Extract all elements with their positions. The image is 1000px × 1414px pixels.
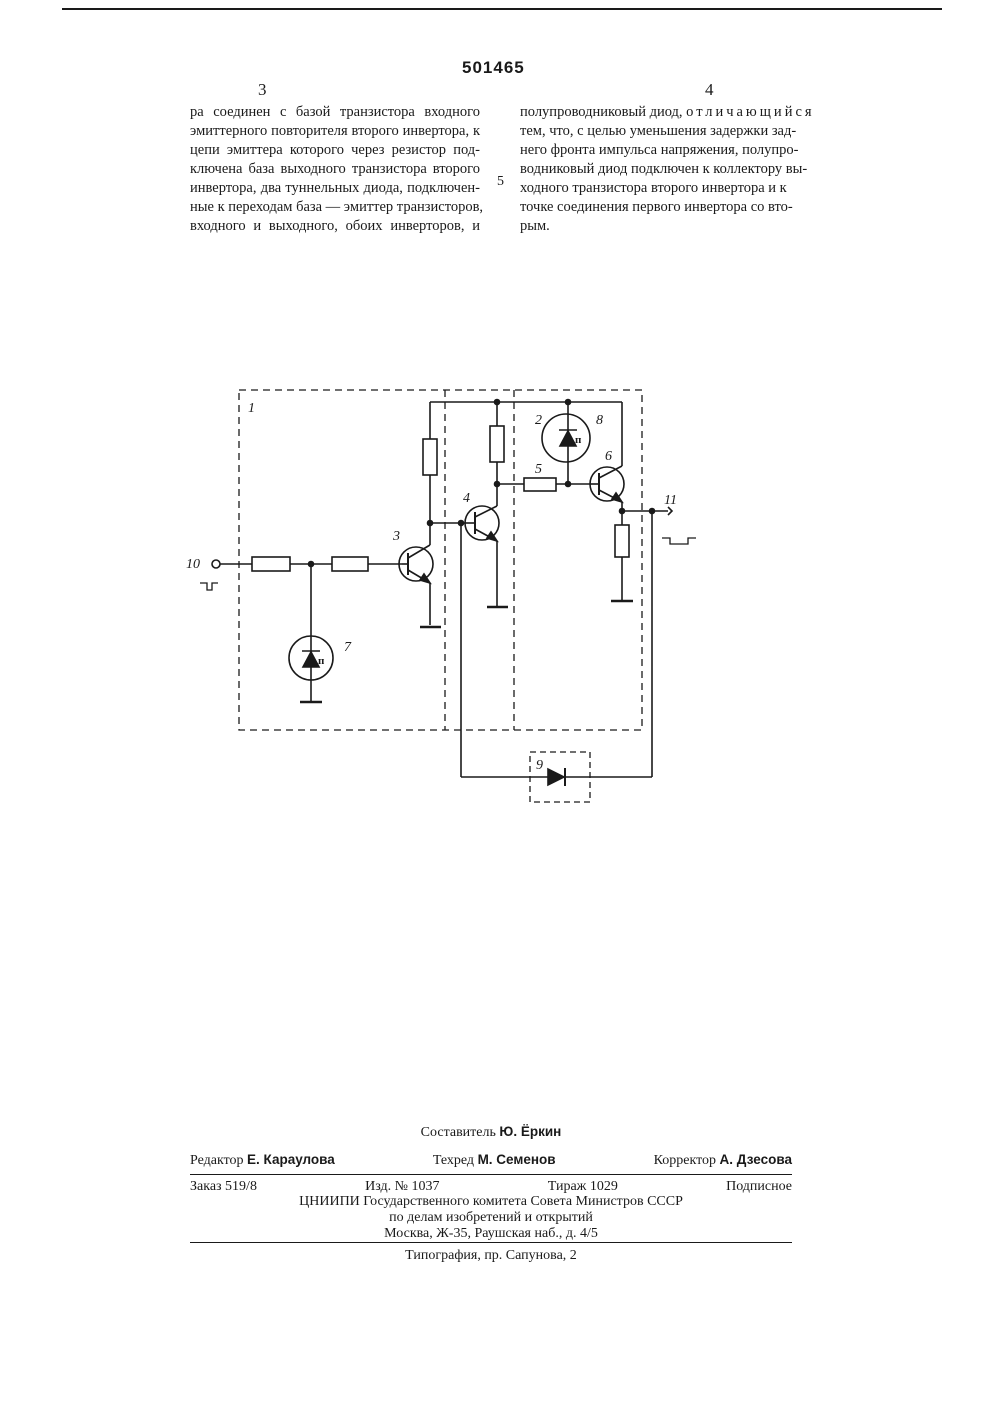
base-resistor <box>332 557 368 571</box>
footer-divider <box>190 1174 792 1175</box>
publisher-line: ЦНИИПИ Государственного комитета Совета … <box>190 1194 792 1210</box>
order-row: Заказ 519/8 Изд. № 1037 Тираж 1029 Подпи… <box>190 1178 792 1195</box>
label-transistor-3: 3 <box>392 529 400 544</box>
diode-9 <box>548 768 565 786</box>
footer-divider-bottom <box>190 1242 792 1243</box>
block-outline-first-inverter <box>239 390 642 730</box>
composer-line: Составитель Ю. Ёркин <box>190 1124 792 1141</box>
input-resistor <box>252 557 290 571</box>
collector-resistor-3 <box>423 439 437 475</box>
label-input-10: 10 <box>186 557 200 572</box>
edition-number: Изд. № 1037 <box>365 1178 439 1195</box>
tunnel-mark-8: п <box>575 434 582 446</box>
techred-credit: Техред М. Семенов <box>433 1152 556 1169</box>
circulation: Тираж 1029 <box>548 1178 618 1195</box>
resistor-4 <box>490 426 504 462</box>
staff-line: Редактор Е. Караулова Техред М. Семенов … <box>190 1152 792 1169</box>
transistor-3 <box>399 545 433 583</box>
printing-house: Типография, пр. Сапунова, 2 <box>190 1248 792 1264</box>
label-output-11: 11 <box>664 493 677 508</box>
label-block-1: 1 <box>248 401 255 416</box>
composer-name: Ю. Ёркин <box>499 1124 561 1139</box>
label-diode-8: 8 <box>596 413 603 428</box>
composer-label: Составитель <box>421 1125 496 1140</box>
emitter-resistor-6 <box>615 525 629 557</box>
subscription: Подписное <box>726 1178 792 1195</box>
editor-credit: Редактор Е. Караулова <box>190 1152 335 1169</box>
transistor-4 <box>462 506 499 541</box>
tunnel-diode-7 <box>289 636 333 702</box>
resistor-5 <box>524 478 556 491</box>
editor-label: Редактор <box>190 1153 244 1168</box>
transistor-6 <box>590 466 624 502</box>
label-transistor-6: 6 <box>605 449 612 464</box>
publisher-block: ЦНИИПИ Государственного комитета Совета … <box>190 1194 792 1242</box>
corrector-name: А. Дзесова <box>720 1152 792 1167</box>
techred-label: Техред <box>433 1153 474 1168</box>
corrector-credit: Корректор А. Дзесова <box>654 1152 792 1169</box>
label-resistor-5: 5 <box>535 462 542 477</box>
techred-name: М. Семенов <box>478 1152 556 1167</box>
label-diode-7: 7 <box>344 640 352 655</box>
label-transistor-4: 4 <box>463 491 470 506</box>
input-terminal <box>212 560 220 568</box>
label-diode-9: 9 <box>536 758 543 773</box>
corrector-label: Корректор <box>654 1153 716 1168</box>
editor-name: Е. Караулова <box>247 1152 335 1167</box>
publisher-address: Москва, Ж-35, Раушская наб., д. 4/5 <box>190 1226 792 1242</box>
input-pulse-symbol <box>200 583 218 590</box>
output-pulse-symbol <box>662 538 696 544</box>
tunnel-mark-7: п <box>318 655 325 667</box>
publisher-line: по делам изобретений и открытий <box>190 1210 792 1226</box>
label-diode-2: 2 <box>535 413 542 428</box>
tunnel-diode-8 <box>542 402 590 484</box>
order-number: Заказ 519/8 <box>190 1178 257 1195</box>
